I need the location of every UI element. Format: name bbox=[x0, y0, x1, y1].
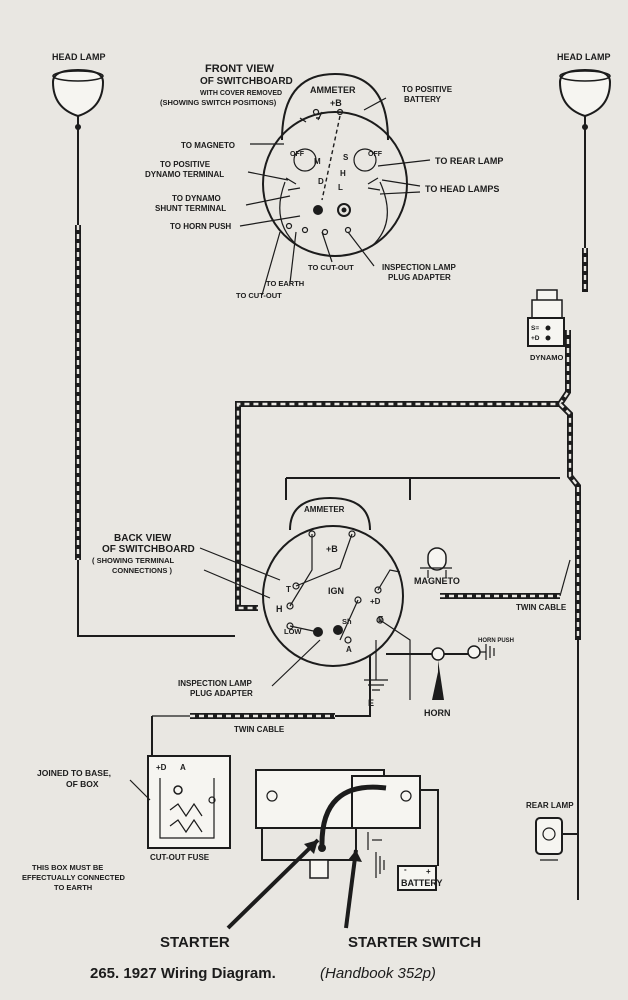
caption-main: 265. 1927 Wiring Diagram. bbox=[90, 965, 276, 982]
horn-assembly bbox=[386, 644, 495, 700]
to-dynamo-shunt-1: TO DYNAMO bbox=[172, 194, 221, 203]
to-dynamo-shunt-2: SHUNT TERMINAL bbox=[155, 204, 226, 213]
magneto bbox=[420, 547, 452, 578]
to-positive-dynamo-1: TO POSITIVE bbox=[160, 160, 211, 169]
cutout-a-label: A bbox=[180, 763, 186, 772]
back-view-note-2: CONNECTIONS ) bbox=[112, 566, 173, 575]
front-view-subtitle: OF SWITCHBOARD bbox=[200, 76, 293, 87]
horn-push-label: HORN PUSH bbox=[478, 638, 514, 644]
terminal-low-label: LOW bbox=[284, 627, 302, 636]
magneto-label: MAGNETO bbox=[414, 576, 460, 586]
switch-h-label: H bbox=[340, 169, 346, 178]
inspection-back-2: PLUG ADAPTER bbox=[190, 689, 253, 698]
caption: 265. 1927 Wiring Diagram. (Handbook 352p… bbox=[90, 965, 436, 982]
caption-italic: (Handbook 352p) bbox=[320, 965, 436, 982]
ammeter-back-label: AMMETER bbox=[304, 505, 345, 514]
back-view-leaders bbox=[199, 547, 321, 687]
battery-plus-label: + bbox=[426, 867, 431, 876]
to-positive-battery-2: BATTERY bbox=[404, 95, 442, 104]
twin-cable-right-label: TWIN CABLE bbox=[516, 603, 567, 612]
head-lamp-cables bbox=[75, 128, 588, 637]
inspection-top-1: INSPECTION LAMP bbox=[382, 263, 456, 272]
plus-b-top-label: +B bbox=[330, 98, 342, 108]
head-lamp-left-label: HEAD LAMP bbox=[52, 52, 106, 62]
to-earth-label: TO EARTH bbox=[266, 279, 304, 288]
switchboard-back bbox=[262, 496, 411, 700]
off-right-label: OFF bbox=[368, 151, 383, 158]
horn-label: HORN bbox=[424, 708, 451, 718]
starter-label: STARTER bbox=[160, 934, 230, 951]
ammeter-top-label: AMMETER bbox=[310, 85, 356, 95]
dynamo-label: DYNAMO bbox=[530, 353, 563, 362]
cut-out-fuse-box bbox=[129, 755, 231, 849]
dynamo-unit bbox=[527, 289, 565, 347]
to-cut-out-b: TO CUT-OUT bbox=[236, 291, 282, 300]
front-view-title: FRONT VIEW bbox=[205, 63, 275, 75]
rear-lamp-label: REAR LAMP bbox=[526, 801, 574, 810]
rear-lamp bbox=[535, 817, 578, 861]
head-lamp-right bbox=[558, 68, 612, 130]
box-note-3: TO EARTH bbox=[54, 883, 92, 892]
to-positive-dynamo-2: DYNAMO TERMINAL bbox=[145, 170, 224, 179]
earth-e-label: E bbox=[368, 698, 374, 708]
bottom-arrows bbox=[226, 838, 362, 930]
to-head-lamps-label: TO HEAD LAMPS bbox=[425, 184, 499, 194]
earth-e bbox=[364, 640, 388, 691]
front-view-note-2: (SHOWING SWITCH POSITIONS) bbox=[160, 98, 277, 107]
main-harness bbox=[235, 330, 581, 900]
back-view-title: BACK VIEW bbox=[114, 533, 172, 544]
box-note-1: THIS BOX MUST BE bbox=[32, 863, 103, 872]
labels: HEAD LAMP HEAD LAMP FRONT VIEW OF SWITCH… bbox=[22, 52, 611, 951]
front-view-note-1: WITH COVER REMOVED bbox=[200, 90, 282, 97]
cut-out-fuse-label: CUT-OUT FUSE bbox=[150, 853, 210, 862]
ign-label: IGN bbox=[328, 586, 344, 596]
switch-s-label: S bbox=[343, 153, 349, 162]
twin-cable-bottom bbox=[151, 656, 371, 760]
front-view-leaders bbox=[239, 97, 431, 296]
switch-d-label: D bbox=[318, 177, 324, 186]
joined-label-2: OF BOX bbox=[66, 779, 99, 789]
battery bbox=[375, 852, 437, 891]
inspection-top-2: PLUG ADAPTER bbox=[388, 273, 451, 282]
head-lamp-right-label: HEAD LAMP bbox=[557, 52, 611, 62]
cutout-d-label: +D bbox=[156, 763, 167, 772]
terminal-t-label: T bbox=[286, 585, 291, 594]
box-note-2: EFFECTUALLY CONNECTED bbox=[22, 873, 126, 882]
battery-minus-label: - bbox=[404, 865, 407, 874]
dynamo-d-label: +D bbox=[531, 335, 540, 342]
starter-switch-label: STARTER SWITCH bbox=[348, 934, 481, 951]
twin-cable-bottom-label: TWIN CABLE bbox=[234, 725, 285, 734]
starter-assembly bbox=[255, 769, 439, 879]
back-view-note-1: ( SHOWING TERMINAL bbox=[92, 556, 174, 565]
head-lamp-left bbox=[51, 68, 105, 130]
to-horn-push-label: TO HORN PUSH bbox=[170, 222, 231, 231]
terminal-d-label: +D bbox=[370, 597, 381, 606]
terminal-a-label: A bbox=[346, 645, 352, 654]
inspection-back-1: INSPECTION LAMP bbox=[178, 679, 252, 688]
switch-m-label: M bbox=[314, 157, 321, 166]
to-positive-battery-1: TO POSITIVE bbox=[402, 85, 453, 94]
off-left-label: OFF bbox=[290, 151, 305, 158]
to-cut-out-a: TO CUT-OUT bbox=[308, 263, 354, 272]
switch-l-label: L bbox=[338, 183, 343, 192]
terminal-e-label: E bbox=[378, 615, 384, 624]
battery-label: BATTERY bbox=[401, 878, 443, 888]
joined-label-1: JOINED TO BASE, bbox=[37, 768, 111, 778]
to-magneto-label: TO MAGNETO bbox=[181, 141, 235, 150]
terminal-sh-label: Sh bbox=[342, 617, 352, 626]
plus-b-back-label: +B bbox=[326, 544, 338, 554]
dynamo-s-label: S= bbox=[531, 325, 539, 332]
back-view-subtitle: OF SWITCHBOARD bbox=[102, 544, 195, 555]
to-rear-lamp-label: TO REAR LAMP bbox=[435, 156, 503, 166]
terminal-h-label: H bbox=[276, 604, 283, 614]
